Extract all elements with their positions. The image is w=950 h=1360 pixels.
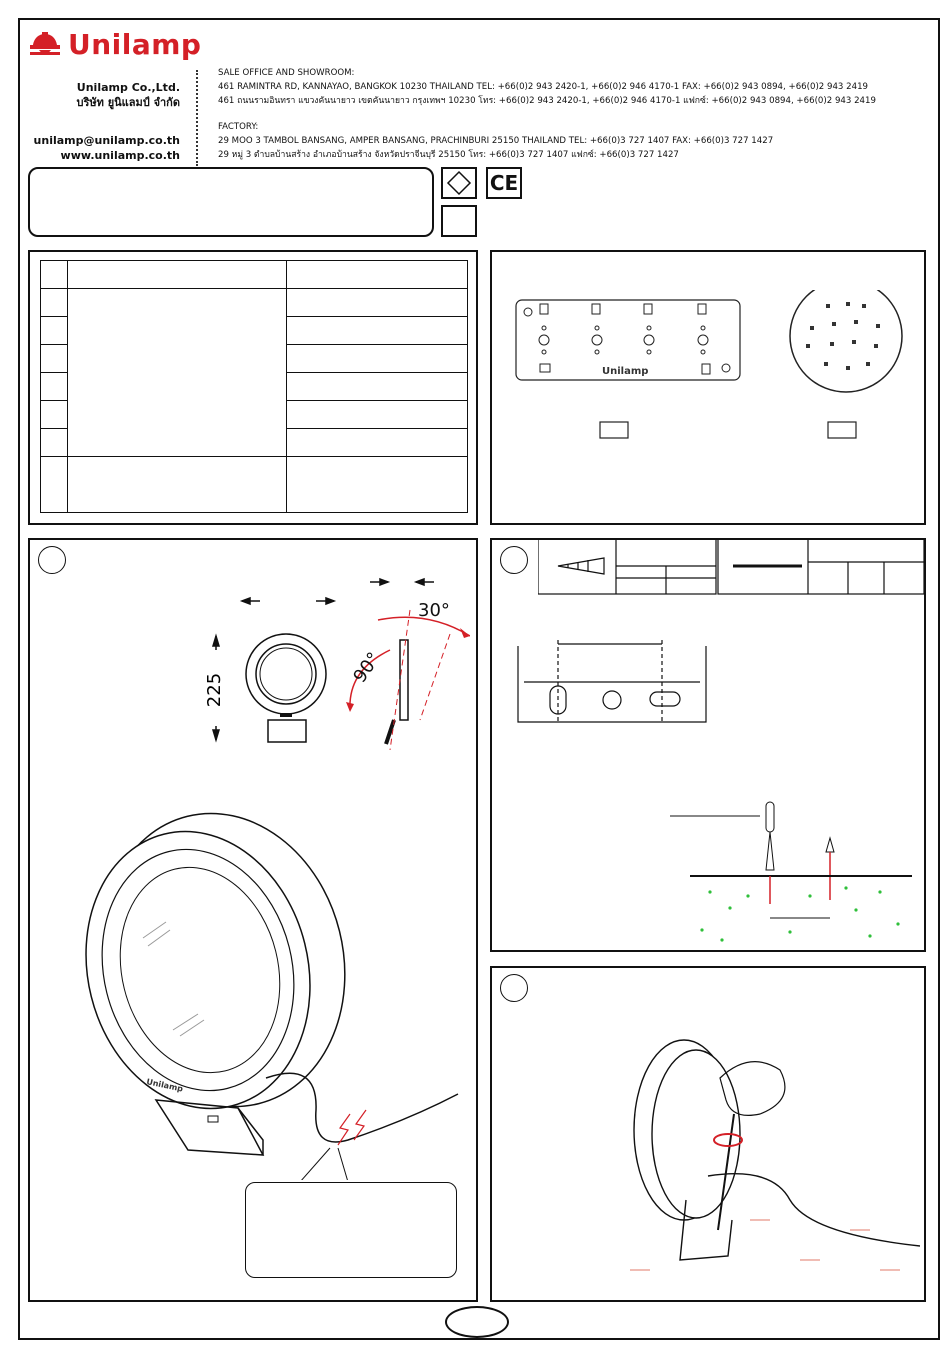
company-name-th: บริษัท ยูนิแลมป์ จำกัด [76, 96, 180, 109]
step-number-3 [500, 974, 528, 1002]
page-number-oval [445, 1306, 509, 1338]
factory-heading: FACTORY: [218, 122, 259, 132]
bracket-drawing [517, 640, 707, 723]
step-number-1 [38, 546, 66, 574]
ce-mark: CE [486, 167, 522, 199]
fixing-spec-table [538, 538, 925, 595]
sale-office-heading: SALE OFFICE AND SHOWROOM: [218, 68, 355, 78]
sale-office-line-en: 461 RAMINTRA RD, KANNAYAO, BANGKOK 10230… [218, 82, 869, 92]
tilt-angle: 30° [418, 600, 450, 621]
class-mark-box [441, 167, 477, 199]
brand-name: Unilamp [68, 28, 202, 61]
sale-office-line-th: 461 ถนนรามอินทรา แขวงคันนายาว เขตคันนายา… [218, 96, 876, 106]
brand-logo: Unilamp [28, 28, 201, 61]
led-board-panel [490, 250, 926, 525]
factory-line-th: 29 หมู่ 3 ตำบลบ้านสร้าง อำเภอบ้านสร้าง จ… [218, 150, 679, 160]
installation-drawing [630, 1039, 920, 1271]
lamp-logo-icon [30, 31, 60, 55]
height-dimension: 225 [204, 673, 225, 707]
led-board-diagram: Unilamp [515, 290, 903, 439]
board-label: Unilamp [602, 366, 648, 377]
mounting-panel [490, 538, 926, 952]
ip-mark-box [441, 205, 477, 237]
spec-panel [28, 250, 478, 525]
cable-note-box [245, 1182, 457, 1278]
lamp-perspective-drawing: Unilamp [85, 812, 459, 1180]
company-email[interactable]: unilamp@unilamp.co.th [33, 134, 180, 147]
spec-table [40, 260, 468, 513]
drilling-drawing [670, 801, 912, 942]
divider [196, 70, 198, 166]
company-website[interactable]: www.unilamp.co.th [60, 149, 180, 162]
product-title-box [28, 167, 434, 237]
diamond-icon [446, 170, 472, 196]
dimension-panel [28, 538, 478, 1302]
factory-line-en: 29 MOO 3 TAMBOL BANSANG, AMPER BANSANG, … [218, 136, 774, 146]
company-name-en: Unilamp Co.,Ltd. [76, 81, 180, 94]
installation-panel [490, 966, 926, 1302]
dimension-drawing: 225 30° 90° [204, 577, 470, 750]
page-frame [18, 18, 940, 1340]
step-number-2 [500, 546, 528, 574]
